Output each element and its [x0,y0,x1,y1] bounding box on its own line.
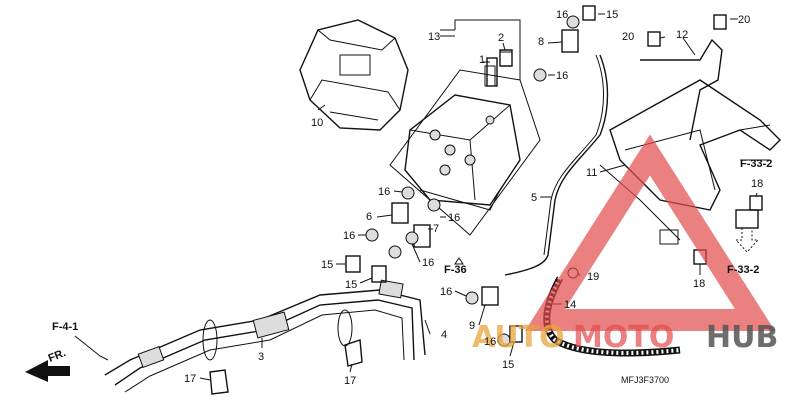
callout-11: 11 [586,167,597,179]
callout-6: 6 [366,211,372,223]
callout-15-bottom: 15 [502,359,514,371]
callout-4: 4 [441,329,447,341]
callout-8: 8 [538,36,544,48]
callout-7: 7 [433,223,439,235]
callout-16-b: 16 [448,212,460,224]
callout-13: 13 [428,31,440,43]
callout-15-left: 15 [321,259,333,271]
front-label: FR. [47,347,68,365]
callout-1: 1 [479,54,485,66]
callout-3: 3 [258,351,264,363]
callout-12: 12 [676,29,688,41]
callout-10: 10 [311,117,323,129]
callout-9: 9 [469,320,475,332]
reference-labels: F-33-2 F-33-2 F-36 F-4-1 FR. MFJ3F3700 [47,158,773,385]
callout-5: 5 [531,192,537,204]
callout-18-upper: 18 [751,178,763,190]
callout-20-right: 20 [738,14,750,26]
callout-16-f: 16 [484,336,496,348]
callout-labels: 1 2 3 4 5 6 7 8 9 10 11 12 13 14 15 15 1… [184,9,763,387]
callout-20-left: 20 [622,31,634,43]
part-brake-pipe-5 [504,54,609,276]
part-fittings [345,5,763,347]
callout-2: 2 [498,32,504,44]
callout-16-e: 16 [440,286,452,298]
callout-16-a: 16 [378,186,390,198]
ref-f-33-2-upper: F-33-2 [740,158,772,170]
watermark-text-auto: AUTO [472,320,565,355]
callout-18-lower: 18 [693,278,705,290]
watermark-text-moto: MOTO [573,320,674,355]
callout-15-mid: 15 [345,279,357,291]
part-abs-modulator [389,19,541,236]
leader-lines [199,13,758,381]
callout-15-top: 15 [606,9,618,21]
callout-14: 14 [564,299,576,311]
callout-17-left: 17 [184,373,196,385]
part-abs-cover [299,19,409,131]
callout-16-top: 16 [556,9,568,21]
watermark: AUTO MOTO HUB [472,134,778,355]
callout-19: 19 [587,271,599,283]
callout-16-c: 16 [343,230,355,242]
part-clamp-17 [209,339,363,395]
diagram-code: MFJ3F3700 [621,375,669,385]
front-arrow-icon [25,360,70,382]
watermark-text-hub: HUB [706,320,778,355]
ref-f-33-2-lower: F-33-2 [727,264,759,276]
callout-17-right: 17 [344,375,356,387]
ref-arrows [25,159,770,382]
part-bracket-assembly [599,38,781,245]
ref-f-36: F-36 [444,264,467,276]
callout-16-d: 16 [422,257,434,269]
watermark-triangle-icon [524,134,776,331]
part-brake-hose-3 [104,279,426,393]
callout-16-upper: 16 [556,70,568,82]
ref-f-4-1: F-4-1 [52,321,78,333]
